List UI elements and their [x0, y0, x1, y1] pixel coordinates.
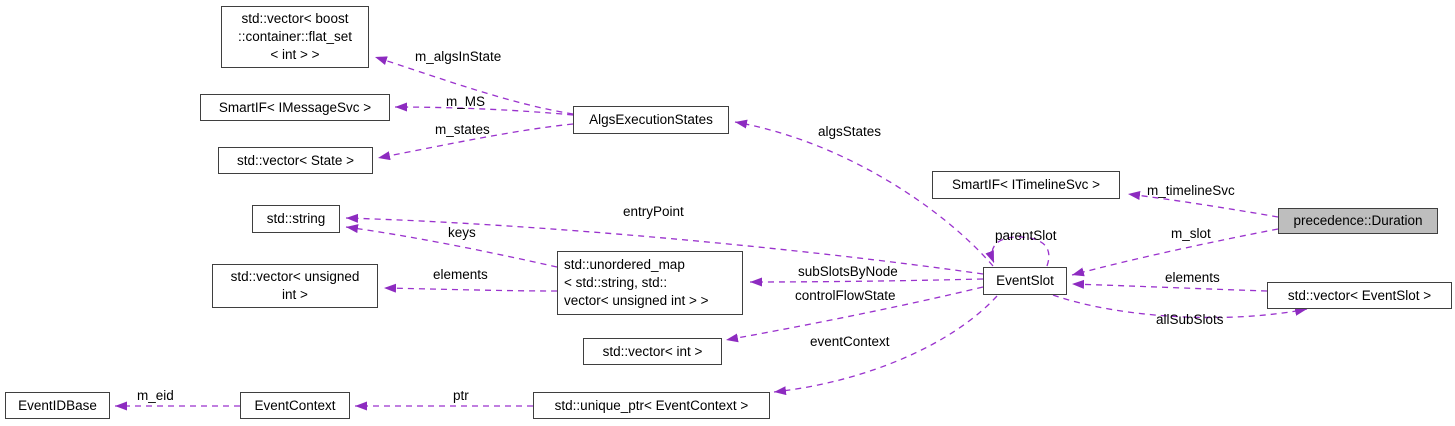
- edge-parentslot-self-loop: [985, 236, 1050, 267]
- edge-m-timelinesvc: [1127, 191, 1279, 218]
- edge-label-allsubslots: allSubSlots: [1156, 312, 1224, 327]
- node-vector-unsigned-int[interactable]: std::vector< unsigned int >: [212, 264, 378, 308]
- node-precedence-duration[interactable]: precedence::Duration: [1278, 208, 1438, 234]
- node-unique-ptr-event-context[interactable]: std::unique_ptr< EventContext >: [533, 392, 770, 419]
- edge-m-algsinstate: [374, 56, 574, 115]
- edge-label-m-ms: m_MS: [446, 94, 486, 109]
- node-unordered-map[interactable]: std::unordered_map < std::string, std:: …: [557, 251, 743, 315]
- node-event-slot[interactable]: EventSlot: [983, 267, 1067, 295]
- edge-m-states: [377, 123, 574, 161]
- edge-label-m-algsinstate: m_algsInState: [415, 49, 502, 64]
- node-vector-event-slot[interactable]: std::vector< EventSlot >: [1267, 282, 1452, 309]
- node-event-id-base[interactable]: EventIDBase: [5, 392, 110, 419]
- edge-label-algsstates: algsStates: [818, 124, 882, 139]
- node-algs-execution-states[interactable]: AlgsExecutionStates: [573, 106, 729, 134]
- edge-subslotsbynode: [749, 277, 984, 287]
- edge-label-subslotsbynode: subSlotsByNode: [798, 264, 898, 279]
- edge-label-elements-left: elements: [433, 267, 488, 282]
- edge-eventcontext: [773, 295, 998, 396]
- edge-elements-left: [383, 283, 558, 293]
- edge-label-m-slot: m_slot: [1171, 226, 1211, 241]
- edge-label-controlflowstate: controlFlowState: [795, 288, 896, 303]
- edge-label-entrypoint: entryPoint: [623, 204, 684, 219]
- node-vector-state[interactable]: std::vector< State >: [218, 147, 373, 174]
- node-smartif-itimelinesvc[interactable]: SmartIF< ITimelineSvc >: [932, 171, 1120, 199]
- node-string[interactable]: std::string: [252, 205, 340, 233]
- node-flat-set[interactable]: std::vector< boost ::container::flat_set…: [221, 6, 369, 68]
- edge-m-ms: [394, 102, 574, 116]
- edge-label-elements-right: elements: [1165, 270, 1220, 285]
- edge-label-eventcontext: eventContext: [810, 334, 890, 349]
- edge-elements-right: [1071, 279, 1268, 292]
- node-smartif-imessagesvc[interactable]: SmartIF< IMessageSvc >: [200, 94, 390, 121]
- edge-allsubslots: [1052, 294, 1308, 319]
- edge-algsstates: [734, 119, 994, 267]
- node-event-context[interactable]: EventContext: [240, 392, 350, 419]
- edge-label-m-timelinesvc: m_timelineSvc: [1147, 183, 1235, 198]
- edge-controlflowstate: [725, 286, 984, 343]
- edge-label-m-eid: m_eid: [137, 388, 174, 403]
- edge-label-keys: keys: [448, 225, 476, 240]
- edge-m-slot: [1071, 228, 1279, 277]
- edge-label-ptr: ptr: [453, 388, 469, 403]
- edge-label-parentslot: parentSlot: [995, 228, 1057, 243]
- node-vector-int[interactable]: std::vector< int >: [583, 338, 722, 365]
- edge-label-m-states: m_states: [435, 122, 490, 137]
- edge-keys: [345, 224, 558, 268]
- edge-entrypoint: [345, 213, 984, 275]
